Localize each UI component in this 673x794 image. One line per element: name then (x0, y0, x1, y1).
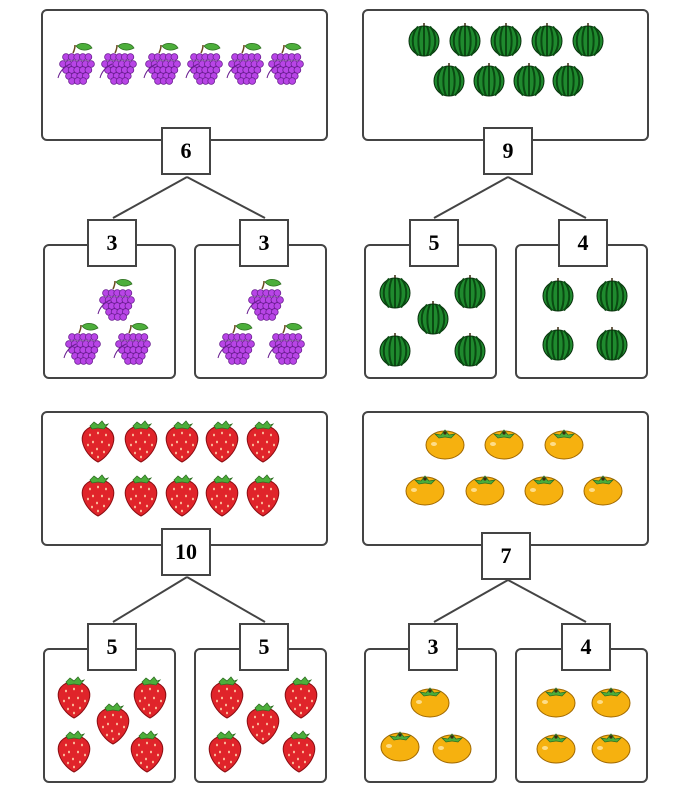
watermelon-icon (408, 23, 440, 57)
strawberry-icon (165, 420, 199, 463)
watermelon-icon (473, 63, 505, 97)
grape-icon (266, 42, 304, 85)
total-number-watermelons: 9 (483, 127, 533, 175)
grape-icon (217, 322, 255, 365)
strawberry-icon (208, 730, 242, 773)
persimmon-icon (524, 475, 564, 506)
part-number-persimmons-left: 3 (408, 623, 458, 671)
strawberry-icon (124, 420, 158, 463)
watermelon-icon (454, 275, 486, 309)
persimmon-icon (410, 687, 450, 718)
grape-icon (63, 322, 101, 365)
persimmon-icon (591, 733, 631, 764)
grape-icon (185, 42, 223, 85)
total-number-strawberries: 10 (161, 528, 211, 576)
part-number-watermelons-left: 5 (409, 219, 459, 267)
part-number-strawberries-right: 5 (239, 623, 289, 671)
strawberry-icon (246, 702, 280, 745)
persimmon-icon (583, 475, 623, 506)
watermelon-icon (379, 333, 411, 367)
persimmon-icon (544, 429, 584, 460)
watermelon-icon (552, 63, 584, 97)
part-number-strawberries-left: 5 (87, 623, 137, 671)
watermelon-icon (379, 275, 411, 309)
strawberry-icon (205, 474, 239, 517)
grape-icon (267, 322, 305, 365)
watermelon-icon (417, 301, 449, 335)
strawberry-icon (81, 474, 115, 517)
strawberry-icon (57, 676, 91, 719)
grape-icon (246, 278, 284, 321)
total-number-persimmons: 7 (481, 532, 531, 580)
strawberry-icon (165, 474, 199, 517)
part-number-persimmons-right: 4 (561, 623, 611, 671)
watermelon-icon (490, 23, 522, 57)
strawberry-icon (130, 730, 164, 773)
persimmon-icon (484, 429, 524, 460)
watermelon-icon (596, 278, 628, 312)
part-number-grapes-left: 3 (87, 219, 137, 267)
part-number-watermelons-right: 4 (558, 219, 608, 267)
watermelon-icon (449, 23, 481, 57)
strawberry-icon (81, 420, 115, 463)
watermelon-icon (433, 63, 465, 97)
grape-icon (226, 42, 264, 85)
grape-icon (143, 42, 181, 85)
strawberry-icon (282, 730, 316, 773)
grape-icon (113, 322, 151, 365)
watermelon-icon (596, 327, 628, 361)
strawberry-icon (205, 420, 239, 463)
strawberry-icon (124, 474, 158, 517)
watermelon-icon (454, 333, 486, 367)
grape-icon (57, 42, 95, 85)
watermelon-icon (542, 327, 574, 361)
persimmon-icon (405, 475, 445, 506)
watermelon-icon (531, 23, 563, 57)
persimmon-icon (591, 687, 631, 718)
strawberry-icon (284, 676, 318, 719)
strawberry-icon (133, 676, 167, 719)
persimmon-icon (465, 475, 505, 506)
persimmon-icon (432, 733, 472, 764)
strawberry-icon (246, 420, 280, 463)
strawberry-icon (96, 702, 130, 745)
part-number-grapes-right: 3 (239, 219, 289, 267)
total-number-grapes: 6 (161, 127, 211, 175)
grape-icon (99, 42, 137, 85)
grape-icon (97, 278, 135, 321)
watermelon-icon (513, 63, 545, 97)
strawberry-icon (57, 730, 91, 773)
persimmon-icon (536, 687, 576, 718)
persimmon-icon (536, 733, 576, 764)
persimmon-icon (380, 731, 420, 762)
strawberry-icon (246, 474, 280, 517)
watermelon-icon (572, 23, 604, 57)
strawberry-icon (210, 676, 244, 719)
persimmon-icon (425, 429, 465, 460)
watermelon-icon (542, 278, 574, 312)
